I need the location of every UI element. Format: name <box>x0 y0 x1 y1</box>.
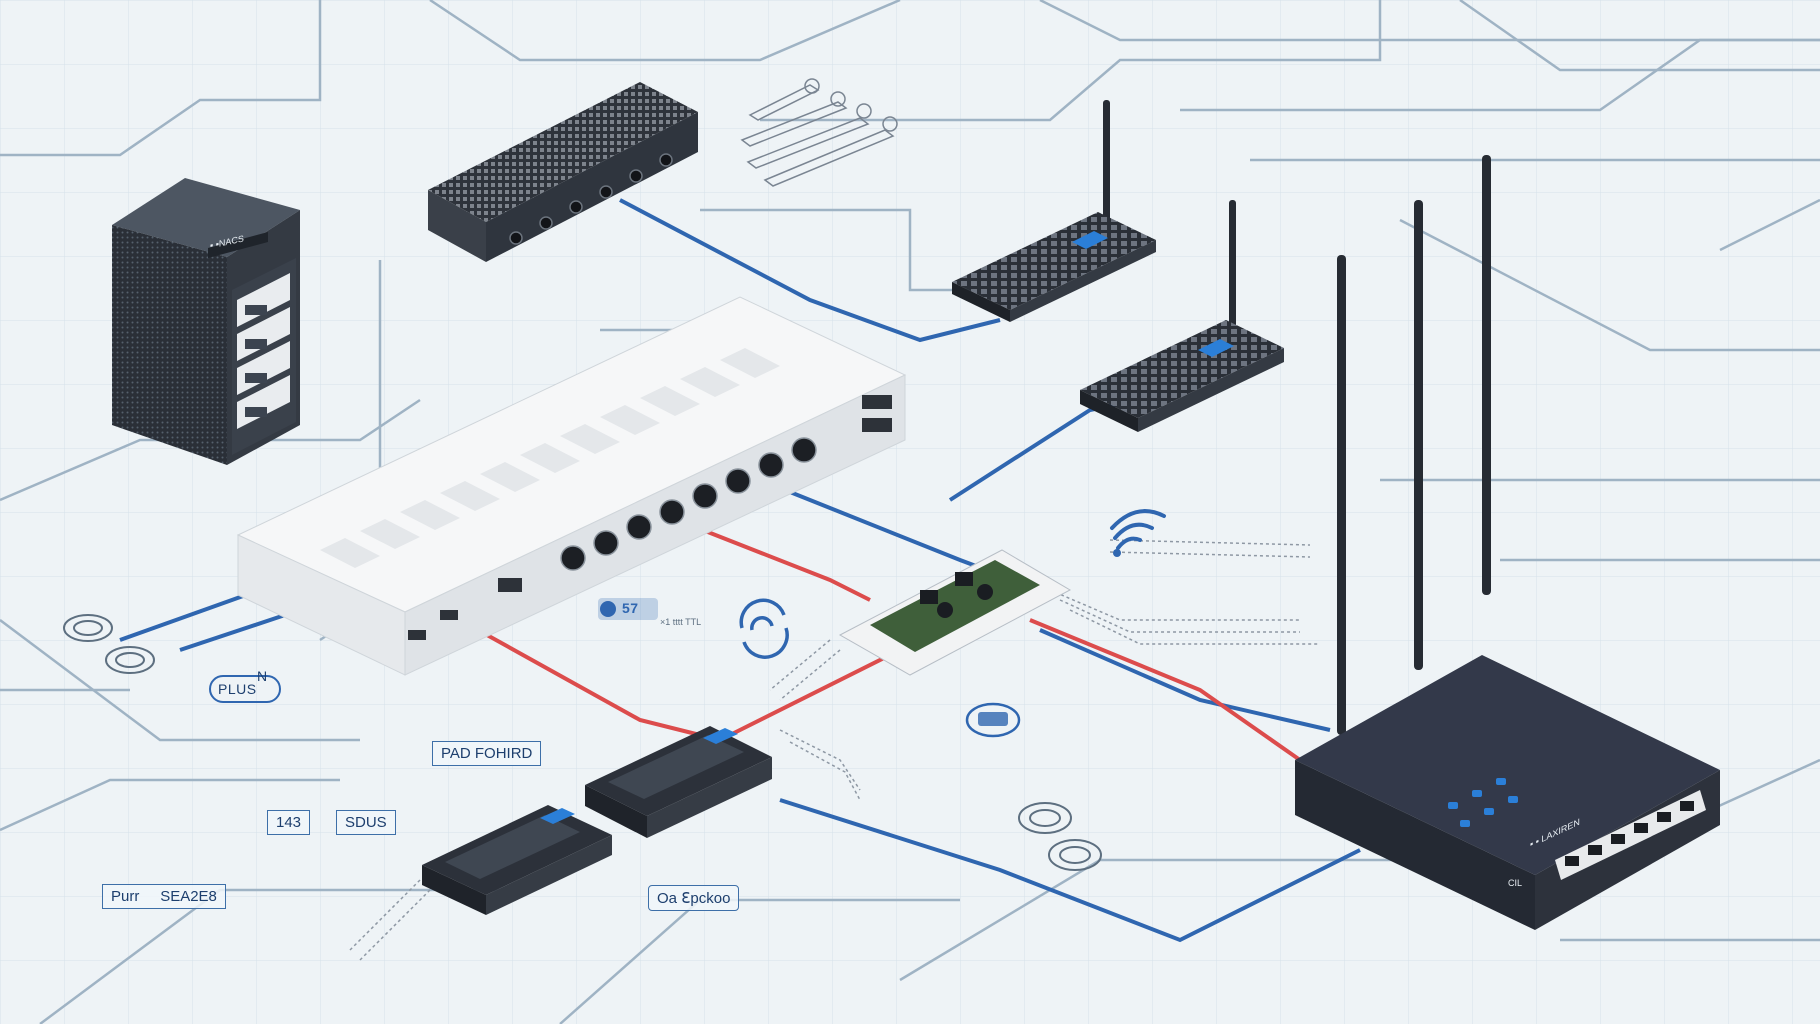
connector-strips <box>740 78 898 187</box>
coil-icon-right <box>1018 802 1102 871</box>
router <box>1295 155 1720 930</box>
gear-badge-icon <box>965 702 1021 738</box>
blue-cables <box>119 198 1361 943</box>
wifi-icon <box>1110 509 1166 550</box>
label-sea-text: SEA2E8 <box>160 888 217 905</box>
red-cables <box>459 523 1302 762</box>
router-antenna-3 <box>1482 155 1491 595</box>
plus-tag-outline <box>209 675 281 703</box>
sfp-module-1 <box>422 805 612 915</box>
router-antenna-1 <box>1337 255 1346 735</box>
coil-icon-left <box>63 614 155 674</box>
circular-arrows-icon <box>739 598 789 659</box>
wifi-module-1 <box>952 100 1156 322</box>
label-plus: PLUS <box>218 681 257 697</box>
label-badge-57: 57 <box>622 600 639 616</box>
label-oa-speckoo: Oa ℇpckoo <box>648 885 740 911</box>
dotted-bundles <box>349 539 1320 961</box>
label-subtitle: ×1 tttt TTL <box>660 617 702 627</box>
router-antenna-2 <box>1414 200 1423 670</box>
sfp-module-2 <box>585 726 772 838</box>
patch-panel <box>428 82 698 262</box>
label-router-cil: CIL <box>1508 878 1523 888</box>
label-port: Purr SEA2E8 <box>102 884 226 909</box>
wifi-module-2 <box>1080 200 1284 432</box>
server-tower <box>112 178 300 465</box>
pcb-board <box>838 549 1072 676</box>
label-port-text: Purr <box>111 888 140 905</box>
badge-57-icon <box>598 598 658 620</box>
label-plus-mark: N <box>257 668 268 684</box>
main-switch <box>236 296 907 676</box>
label-sdus: SDUS <box>336 810 396 835</box>
label-143: 143 <box>267 810 311 835</box>
label-pad-forward: PAD FOHIRD <box>432 741 542 766</box>
